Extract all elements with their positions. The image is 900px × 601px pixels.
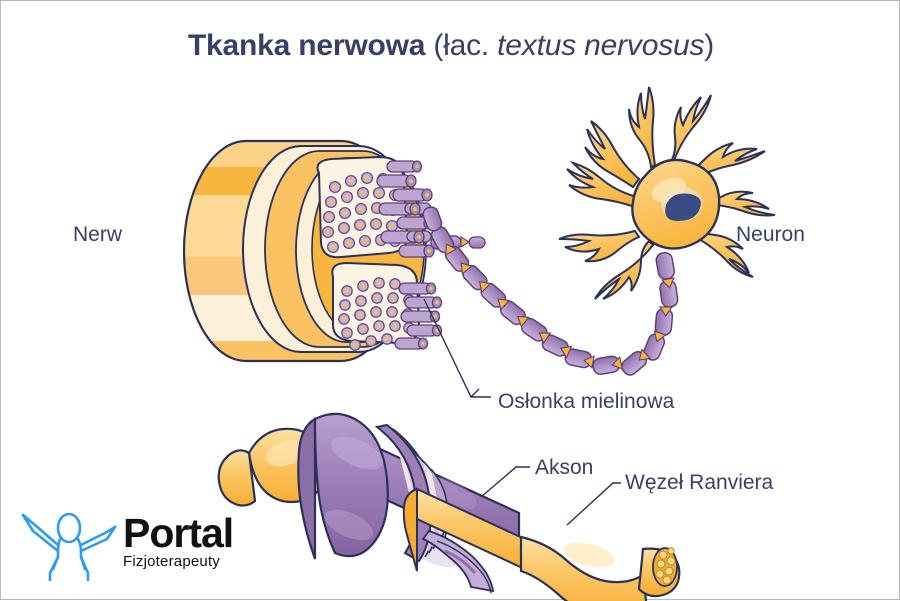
- label-nerve: Nerw: [73, 223, 123, 246]
- title-main: Tkanka nerwowa: [187, 29, 426, 62]
- fascicle-axon-dots-top: [321, 171, 402, 254]
- neuron-illustration: [422, 86, 776, 376]
- logo-name: Portal: [123, 510, 234, 556]
- title-latin-term: textus nervosus: [497, 29, 705, 62]
- nerve-illustration: [182, 139, 486, 363]
- page-title: Tkanka nerwowa (łac. textus nervosus): [1, 29, 900, 63]
- nerve-fascicle-bottom: [331, 261, 421, 351]
- title-paren-close: ): [704, 29, 715, 62]
- title-latin-prefix: łac.: [443, 29, 498, 62]
- axon-right-segment: [519, 535, 648, 601]
- axon-end-honeycomb: [655, 547, 676, 585]
- label-neuron: Neuron: [736, 223, 805, 246]
- leader-akson: [480, 466, 530, 498]
- leader-myelin-tick: [470, 388, 480, 398]
- myelin-sheath-cutaway: [217, 412, 681, 601]
- label-node-of-ranvier: Węzeł Ranviera: [625, 471, 774, 494]
- logo-subtitle: Fizjoterapeuty: [123, 553, 221, 570]
- neuron-nucleus: [665, 193, 701, 221]
- nerve-fiber-cylinders-bottom: [394, 282, 443, 350]
- nerve-fiber-cylinders-top: [376, 160, 435, 258]
- leader-lines: [423, 298, 621, 526]
- title-paren-open: (: [425, 29, 444, 62]
- label-myelin-sheath: Osłonka mielinowa: [498, 390, 675, 413]
- leader-wezel: [566, 482, 621, 526]
- logo-figure-icon: [21, 512, 117, 581]
- neuron-dendrites: [558, 86, 776, 300]
- label-axon: Akson: [535, 456, 594, 479]
- logo-text: Portal Fizjoterapeuty: [123, 510, 234, 571]
- myelinated-axon-chain: [422, 206, 679, 376]
